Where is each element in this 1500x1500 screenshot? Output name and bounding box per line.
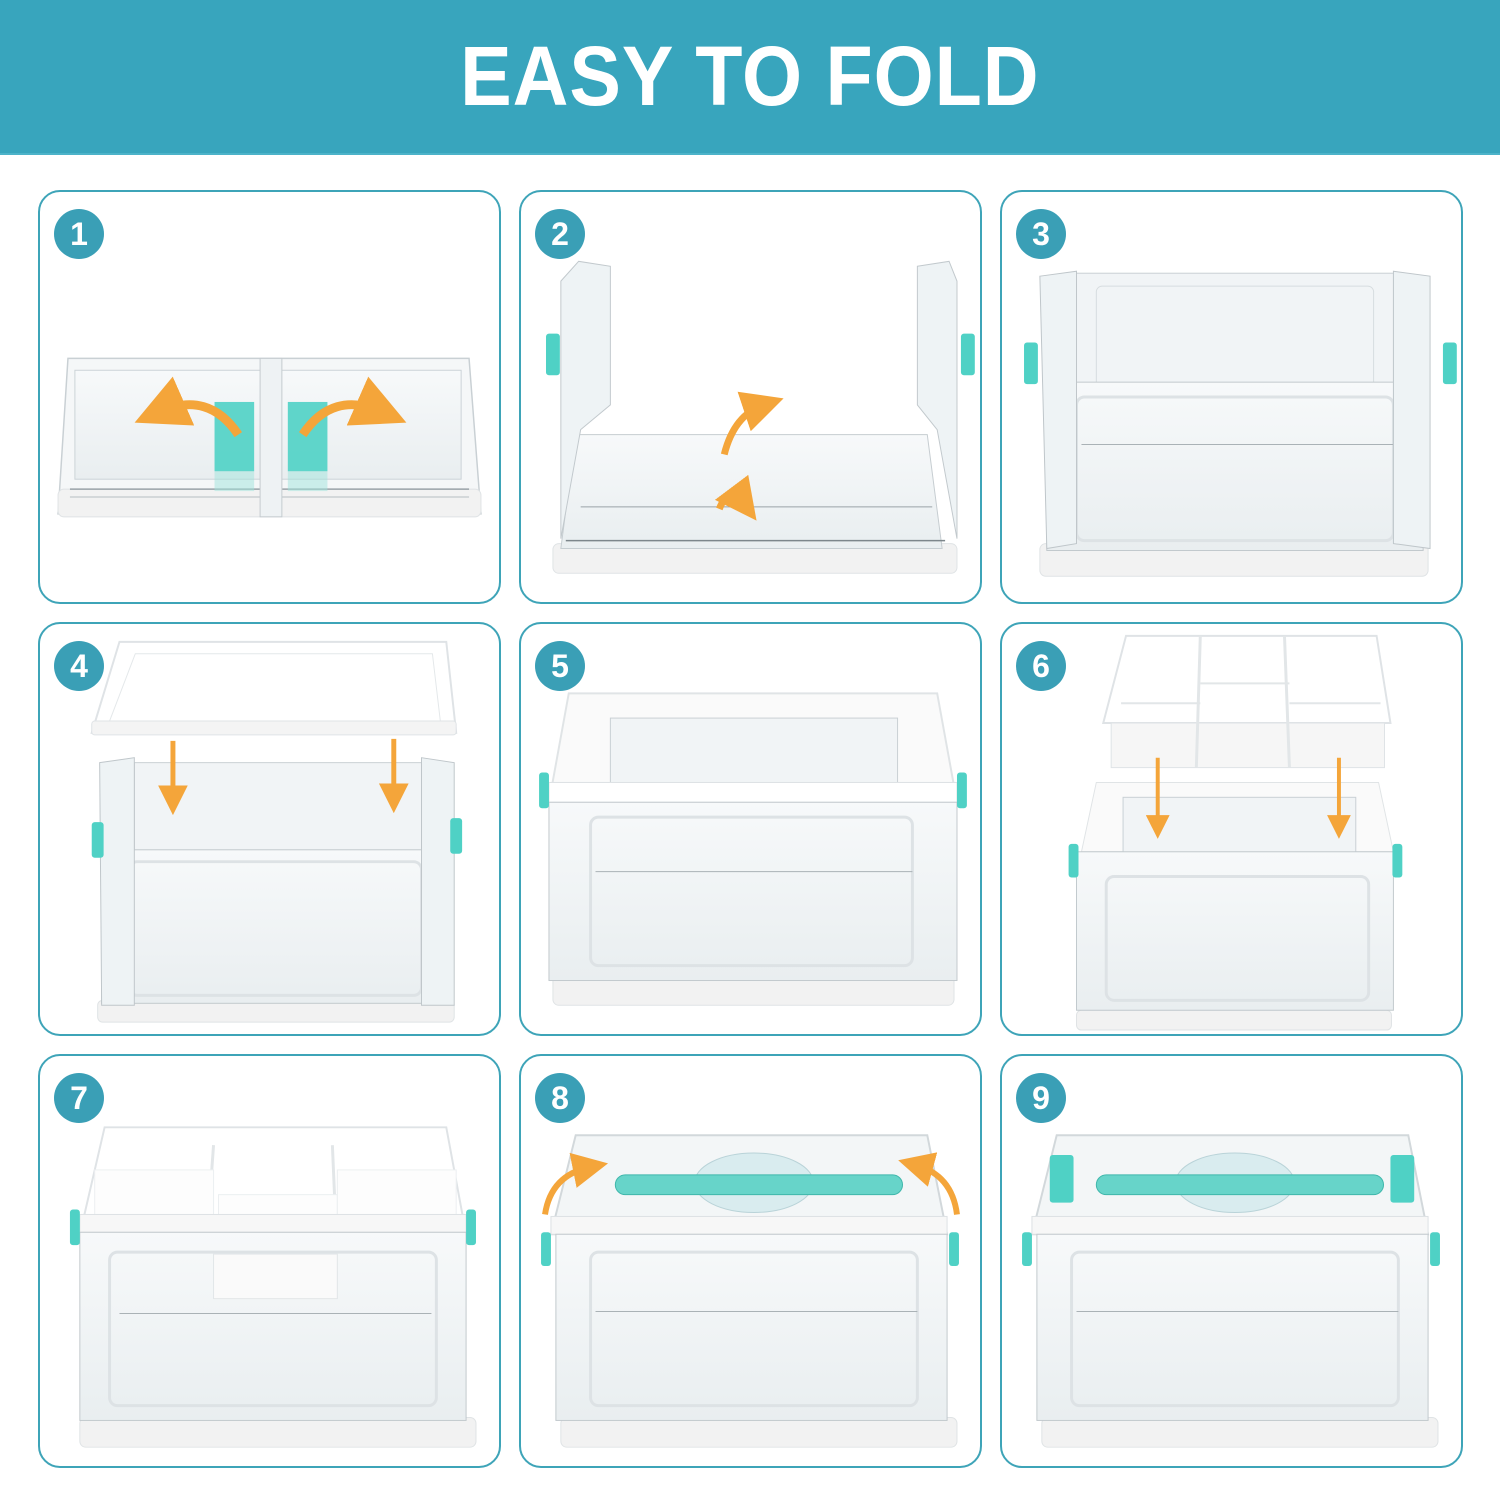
teal-clip-right [1442,342,1457,385]
step-panel-5: 5 [519,622,982,1036]
teal-clip-left [91,822,104,858]
step-number-badge: 2 [535,209,585,259]
flat-box-illustration [57,357,482,518]
teal-lid-handle [1095,1174,1385,1196]
teal-clip-left [1022,1232,1032,1266]
tray-inserted-illustration [69,1126,477,1448]
step-panel-6: 6 [1000,622,1463,1036]
teal-clip-right [466,1209,476,1246]
step-panel-2: 2 [519,190,982,604]
attach-lid-illustration [541,1134,960,1448]
white-divider-tray [1101,634,1392,769]
step-number-badge: 8 [535,1073,585,1123]
step-number-badge: 3 [1016,209,1066,259]
teal-latch-left [1049,1155,1074,1203]
steps-grid: 1 2 [38,190,1463,1470]
step-number-badge: 4 [54,641,104,691]
step-panel-8: 8 [519,1054,982,1468]
teal-latch-right [1390,1155,1415,1203]
unfolding-box-illustration [545,260,975,574]
teal-clip-right [1430,1232,1440,1266]
teal-clip-left [69,1209,80,1246]
framed-box-illustration [539,692,967,1006]
orange-arrow-right [298,376,407,438]
teal-clip-left [1024,342,1038,385]
attach-frame-illustration [90,640,463,1023]
step-panel-3: 3 [1000,190,1463,604]
teal-clip-right [960,333,975,376]
teal-clip-right [956,772,967,809]
teal-clip-right [1392,843,1403,878]
step-number-badge: 9 [1016,1073,1066,1123]
teal-clip-right [450,818,463,854]
teal-clip-left [539,772,549,809]
step-panel-9: 9 [1000,1054,1463,1468]
orange-arrow-up-small [714,474,757,521]
header-banner: EASY TO FOLD [0,0,1500,155]
step-number-badge: 6 [1016,641,1066,691]
teal-clip-left [541,1232,551,1266]
insert-tray-illustration [1068,634,1403,1031]
open-box-illustration [1024,270,1457,577]
teal-lid-handle [614,1174,904,1196]
step-number-badge: 7 [54,1073,104,1123]
step-panel-1: 1 [38,190,501,604]
orange-arrow-left [542,1152,609,1215]
teal-clip-left [1068,843,1079,878]
assembled-box-illustration [1022,1134,1440,1448]
page-title: EASY TO FOLD [460,29,1040,123]
step-panel-4: 4 [38,622,501,1036]
teal-clip-right [949,1232,959,1266]
step-number-badge: 5 [535,641,585,691]
orange-arrow-right [898,1152,960,1215]
step-panel-7: 7 [38,1054,501,1468]
orange-arrow-left [134,376,243,438]
orange-arrow-up [720,391,784,456]
teal-clip-left [545,333,560,376]
step-number-badge: 1 [54,209,104,259]
